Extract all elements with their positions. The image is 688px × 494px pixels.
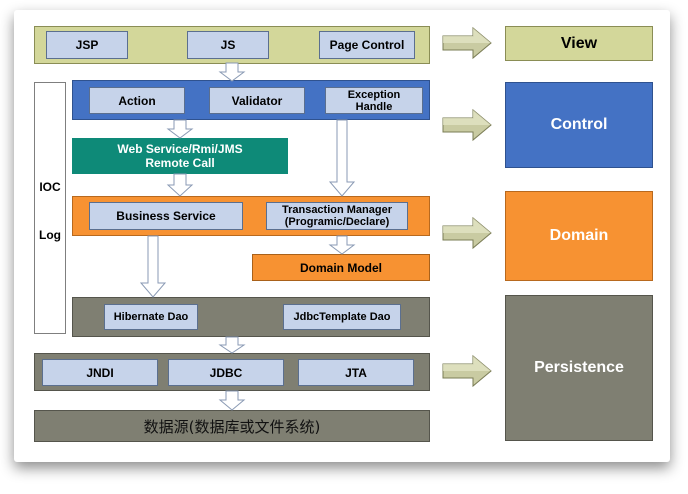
down-arrow-exception-transaction: [328, 119, 356, 197]
exception-handle-box: Exception Handle: [325, 87, 423, 114]
jta-box: JTA: [298, 359, 414, 386]
down-arrow-business-dao: [139, 235, 167, 298]
jndi-box: JNDI: [42, 359, 158, 386]
ioc-label: IOC: [39, 180, 61, 194]
exception-line2: Handle: [355, 100, 393, 113]
right-arrow-persistence: [442, 354, 492, 388]
down-arrow-action-remote: [166, 119, 194, 139]
down-arrow-view-control: [218, 62, 246, 82]
remote-call-box: Web Service/Rmi/JMS Remote Call: [72, 138, 288, 174]
remote-line1: Web Service/Rmi/JMS: [117, 142, 243, 156]
transaction-manager-box: Transaction Manager (Programic/Declare): [266, 202, 408, 230]
domain-layer-label: Domain: [505, 191, 653, 281]
down-arrow-remote-business: [166, 173, 194, 197]
log-label: Log: [39, 228, 61, 242]
business-service-box: Business Service: [89, 202, 243, 230]
exception-line1: Exception: [347, 88, 401, 101]
jdbc-box: JDBC: [168, 359, 284, 386]
js-box: JS: [187, 31, 269, 59]
action-box: Action: [89, 87, 185, 114]
jsp-box: JSP: [46, 31, 128, 59]
right-arrow-control: [442, 108, 492, 142]
validator-box: Validator: [209, 87, 305, 114]
jdbctemplate-dao-box: JdbcTemplate Dao: [283, 304, 401, 330]
right-arrow-domain: [442, 216, 492, 250]
view-layer-label: View: [505, 26, 653, 61]
right-arrow-view: [442, 26, 492, 60]
ioc-log-sidebar: IOC Log: [34, 82, 66, 334]
tx-line1: Transaction Manager: [281, 204, 393, 216]
hibernate-dao-box: Hibernate Dao: [104, 304, 198, 330]
remote-line2: Remote Call: [145, 156, 215, 170]
persistence-layer-label: Persistence: [505, 295, 653, 441]
datasource-box: 数据源(数据库或文件系统): [34, 410, 430, 442]
down-arrow-dao-infra: [218, 336, 246, 354]
tx-line2: (Programic/Declare): [284, 216, 390, 228]
down-arrow-infra-datasource: [218, 390, 246, 411]
down-arrow-transaction-model: [328, 235, 356, 255]
page-control-box: Page Control: [319, 31, 415, 59]
control-layer-label: Control: [505, 82, 653, 168]
domain-model-box: Domain Model: [252, 254, 430, 281]
